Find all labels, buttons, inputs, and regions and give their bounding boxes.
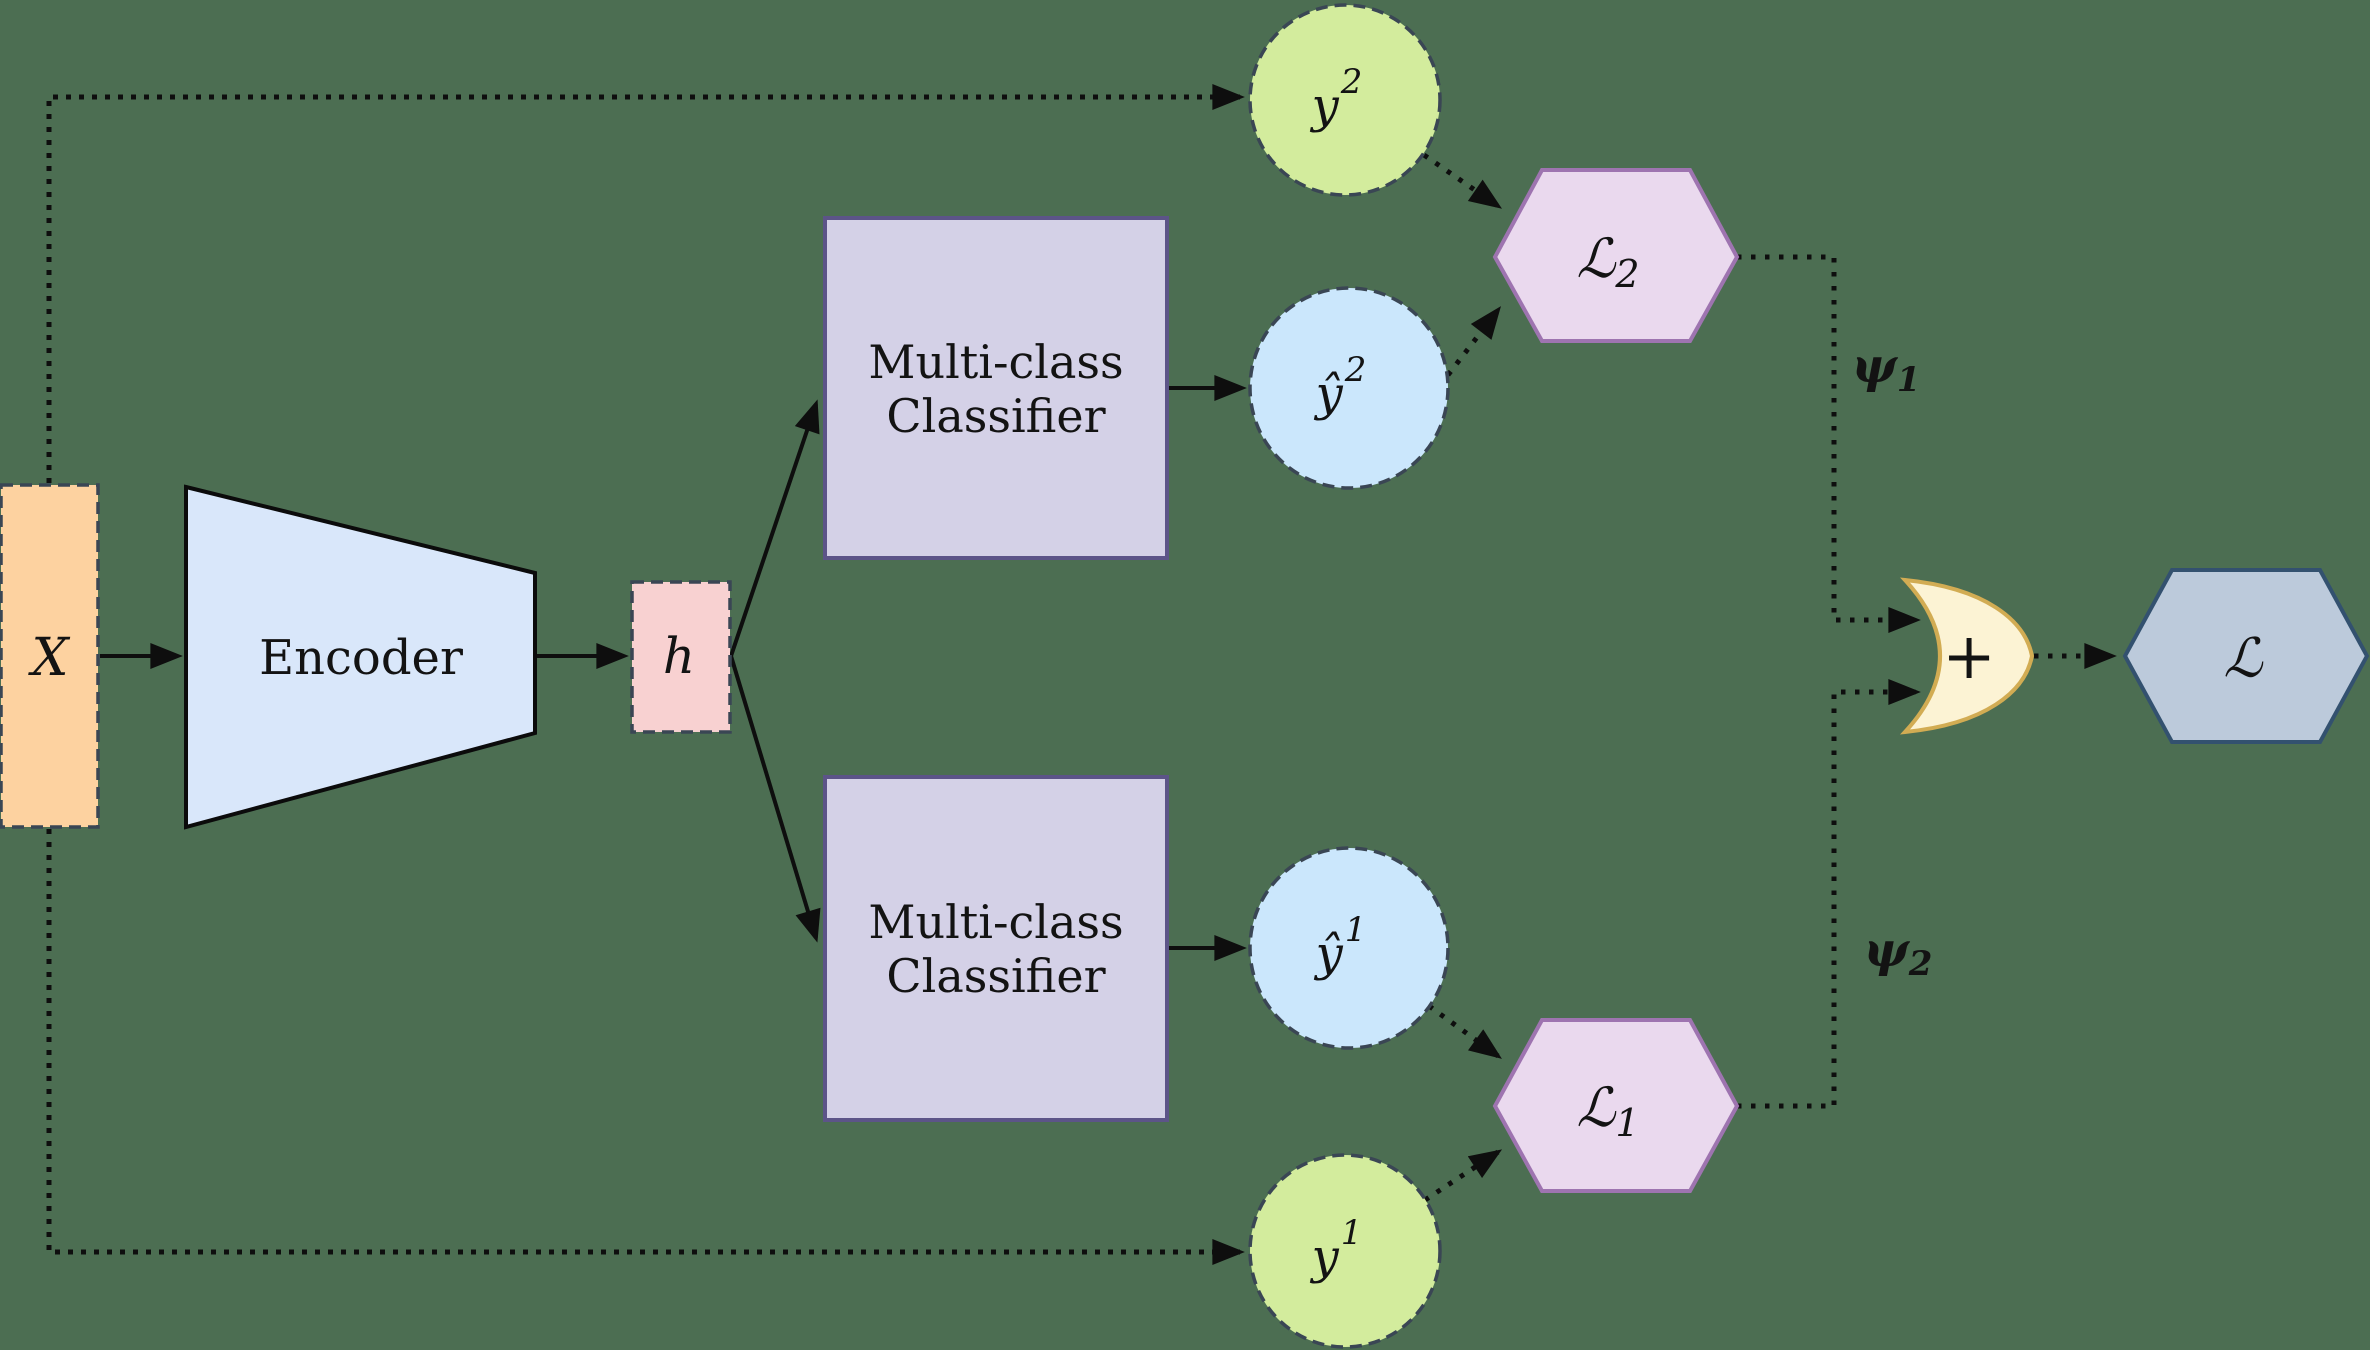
psi1-label: ψ1 [1852, 338, 1921, 400]
arrow-h-to-classifier-bottom [729, 655, 821, 943]
y2-label-base: y [1310, 78, 1340, 134]
arrow-h-to-classifier-top [729, 399, 820, 657]
classifier-top-label-line1: Multi-class [868, 335, 1123, 389]
loss2-label-sub: 2 [1614, 252, 1639, 296]
sum-gate-label: + [1942, 620, 1996, 694]
loss2-hexagon [1492, 168, 1740, 343]
loss1-label: ℒ1 [1576, 1076, 1639, 1146]
yhat2-label-sup: 2 [1344, 350, 1367, 390]
psi2-label-base: ψ [1864, 922, 1911, 978]
y2-label-sup: 2 [1340, 62, 1363, 102]
edge-y2-to-loss2 [1422, 152, 1503, 209]
encoder-trapezoid [184, 484, 537, 830]
loss1-label-sub: 1 [1615, 1101, 1639, 1145]
classifier-top-label-line2: Classifier [886, 389, 1105, 443]
input-box [0, 483, 100, 829]
yhat2-label: ŷ2 [1314, 350, 1367, 422]
loss2-label-base: ℒ [1576, 227, 1616, 290]
loss1-label-base: ℒ [1576, 1076, 1616, 1139]
psi2-label: ψ2 [1864, 922, 1933, 984]
sum-gate [1899, 577, 2035, 735]
edge-yhat1-to-loss1 [1427, 1003, 1502, 1059]
classifier-bottom-label-line2: Classifier [886, 949, 1105, 1003]
yhat2-circle [1248, 286, 1450, 490]
classifier-top-box [823, 216, 1169, 560]
input-label: X [27, 628, 70, 688]
encoder-label: Encoder [259, 630, 463, 686]
psi1-label-base: ψ [1852, 338, 1899, 394]
yhat1-label: ŷ1 [1314, 910, 1367, 982]
psi1-label-sub: 1 [1897, 360, 1921, 400]
classifier-bottom-box [823, 775, 1169, 1122]
hidden-state-label: h [663, 627, 695, 685]
edge-y1-to-loss1 [1423, 1149, 1503, 1203]
total-loss-hexagon [2122, 568, 2370, 744]
connectors [46, 84, 2117, 1265]
yhat1-label-sup: 1 [1345, 910, 1367, 950]
y1-circle [1248, 1153, 1442, 1349]
y2-circle [1248, 3, 1442, 197]
y2-label: y2 [1310, 62, 1363, 134]
y1-label: y1 [1310, 1213, 1363, 1285]
y1-label-base: y [1310, 1229, 1340, 1285]
hidden-state-box [630, 580, 732, 734]
yhat1-label-base: ŷ [1314, 926, 1344, 982]
psi2-label-sub: 2 [1908, 944, 1933, 984]
y1-label-sup: 1 [1341, 1213, 1363, 1253]
loss1-hexagon [1492, 1018, 1740, 1193]
yhat2-label-base: ŷ [1314, 366, 1344, 422]
yhat1-circle [1248, 846, 1450, 1050]
loss2-label: ℒ2 [1576, 227, 1639, 297]
total-loss-label: ℒ [2224, 627, 2264, 690]
classifier-bottom-label-line1: Multi-class [868, 895, 1123, 949]
